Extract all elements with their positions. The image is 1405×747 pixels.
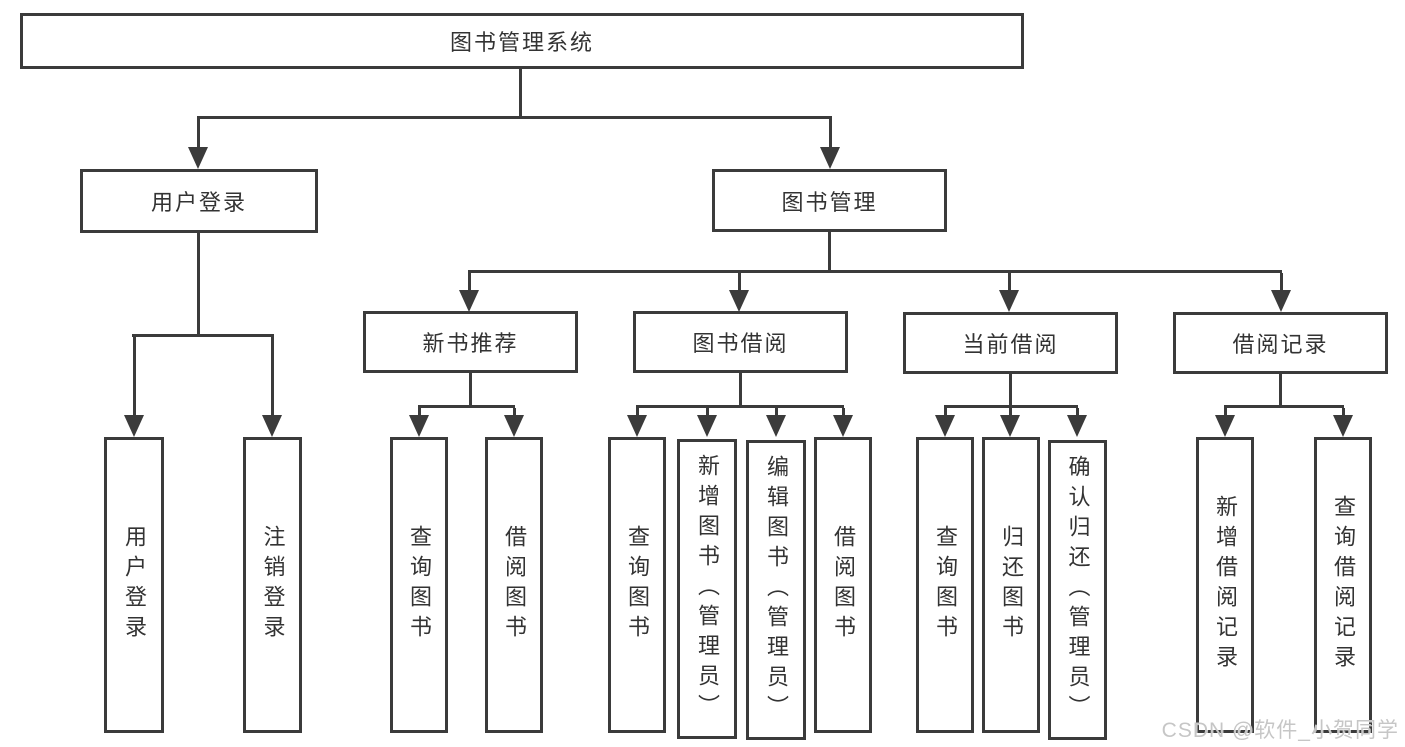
- node-user-login: 用户登录: [80, 169, 318, 233]
- connector-book-management-bar: [468, 270, 1282, 273]
- leaf-borrow-edit-books-admin-label: 编辑图书（管理员）: [764, 455, 789, 725]
- node-new-book-recommend: 新书推荐: [363, 311, 578, 373]
- arrow-down-borrow-2: [696, 408, 718, 437]
- leaf-records-add-borrow-record: 新增借阅记录: [1196, 437, 1254, 733]
- leaf-recommend-query-books-label: 查询图书: [407, 525, 432, 645]
- node-current-borrow: 当前借阅: [903, 312, 1118, 374]
- leaf-records-add-borrow-record-label: 新增借阅记录: [1213, 495, 1238, 675]
- node-current-borrow-label: 当前借阅: [962, 332, 1059, 357]
- arrow-down-records-1: [1214, 408, 1236, 437]
- arrow-down-current-3: [1066, 408, 1088, 437]
- leaf-borrow-add-books-admin: 新增图书（管理员）: [677, 439, 737, 739]
- arrow-down-records-2: [1332, 408, 1354, 437]
- arrow-down-to-book-management: [819, 119, 841, 169]
- connector-root-stem: [519, 68, 522, 118]
- leaf-records-query-borrow-record-label: 查询借阅记录: [1331, 495, 1356, 675]
- arrow-down-to-book-borrow: [728, 273, 750, 312]
- node-book-management-label: 图书管理: [781, 189, 878, 215]
- arrow-down-to-leaf-user-login: [123, 337, 145, 437]
- arrow-down-borrow-1: [626, 408, 648, 437]
- arrow-down-to-new-book-recommend: [458, 273, 480, 312]
- leaf-user-login: 用户登录: [104, 437, 164, 733]
- leaf-borrow-query-books: 查询图书: [608, 437, 666, 733]
- connector-root-bar: [197, 116, 832, 119]
- arrow-down-borrow-3: [765, 408, 787, 437]
- arrow-down-recommend-1: [408, 408, 430, 437]
- leaf-current-query-books: 查询图书: [916, 437, 974, 733]
- leaf-borrow-borrow-books-label: 借阅图书: [831, 525, 856, 645]
- node-book-borrow: 图书借阅: [633, 311, 848, 373]
- arrow-down-recommend-2: [503, 408, 525, 437]
- arrow-down-to-current-borrow: [998, 273, 1020, 312]
- connector-user-login-bar: [132, 334, 274, 337]
- leaf-borrow-edit-books-admin: 编辑图书（管理员）: [746, 440, 806, 740]
- node-book-borrow-label: 图书借阅: [692, 331, 789, 356]
- arrow-down-to-borrow-records: [1270, 273, 1292, 312]
- node-book-management: 图书管理: [712, 169, 947, 232]
- node-root: 图书管理系统: [20, 13, 1024, 69]
- node-borrow-records-label: 借阅记录: [1232, 332, 1329, 357]
- leaf-recommend-borrow-books-label: 借阅图书: [502, 525, 527, 645]
- leaf-current-return-books: 归还图书: [982, 437, 1040, 733]
- connector-records-bar: [1224, 405, 1344, 408]
- leaf-logout-label: 注销登录: [260, 525, 286, 645]
- arrow-down-current-1: [934, 408, 956, 437]
- connector-records-stem: [1279, 374, 1282, 407]
- connector-borrow-bar: [636, 405, 844, 408]
- leaf-recommend-query-books: 查询图书: [390, 437, 448, 733]
- leaf-borrow-add-books-admin-label: 新增图书（管理员）: [695, 454, 720, 724]
- connector-current-stem: [1009, 374, 1012, 407]
- connector-borrow-stem: [739, 373, 742, 407]
- leaf-current-return-books-label: 归还图书: [999, 525, 1024, 645]
- leaf-current-confirm-return-admin: 确认归还（管理员）: [1048, 440, 1107, 740]
- leaf-current-confirm-return-admin-label: 确认归还（管理员）: [1065, 455, 1091, 725]
- arrow-down-to-leaf-logout: [261, 337, 283, 437]
- connector-current-bar: [944, 405, 1078, 408]
- leaf-borrow-query-books-label: 查询图书: [625, 525, 650, 645]
- leaf-logout: 注销登录: [243, 437, 302, 733]
- arrow-down-borrow-4: [832, 408, 854, 437]
- leaf-recommend-borrow-books: 借阅图书: [485, 437, 543, 733]
- node-root-label: 图书管理系统: [449, 30, 594, 55]
- connector-recommend-stem: [469, 373, 472, 407]
- leaf-user-login-label: 用户登录: [122, 525, 147, 645]
- arrow-down-to-user-login: [187, 119, 209, 169]
- leaf-current-query-books-label: 查询图书: [933, 525, 958, 645]
- leaf-borrow-borrow-books: 借阅图书: [814, 437, 872, 733]
- csdn-watermark: CSDN @软件_小贺同学: [1161, 719, 1399, 742]
- leaf-records-query-borrow-record: 查询借阅记录: [1314, 437, 1372, 733]
- arrow-down-current-2: [999, 408, 1021, 437]
- connector-user-login-stem: [197, 233, 200, 337]
- node-new-book-recommend-label: 新书推荐: [422, 331, 519, 356]
- node-borrow-records: 借阅记录: [1173, 312, 1388, 374]
- connector-recommend-bar: [418, 405, 515, 408]
- connector-book-management-stem: [828, 232, 831, 273]
- node-user-login-label: 用户登录: [150, 190, 247, 215]
